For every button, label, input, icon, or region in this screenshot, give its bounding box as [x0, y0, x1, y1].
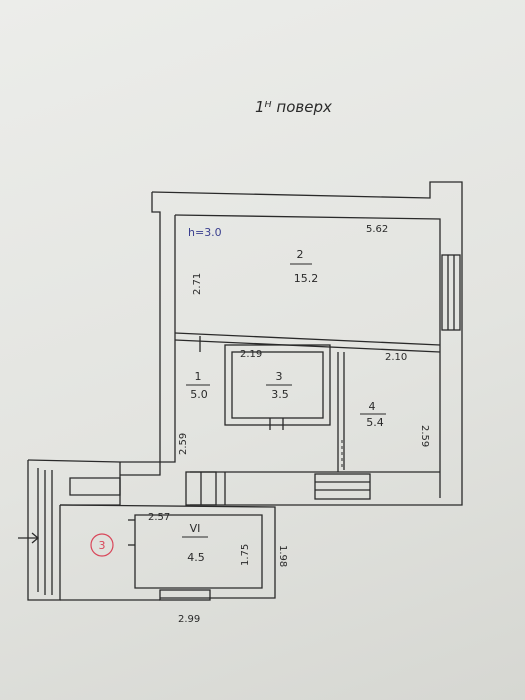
room-4-label: 4 5.4 — [360, 400, 386, 429]
room-1-label: 1 5.0 — [186, 370, 210, 401]
window-east — [441, 254, 461, 331]
marker-label: 3 — [99, 539, 106, 552]
partition-upper — [174, 332, 441, 346]
room-4-area: 5.4 — [366, 416, 384, 429]
room-4-number: 4 — [369, 400, 376, 413]
plan-walls — [18, 181, 463, 601]
room-vi-number: VI — [190, 522, 201, 535]
dim-room4-height: 2.59 — [419, 425, 430, 447]
west-inner-wall — [120, 215, 176, 463]
room-2-label: 2 15.2 — [290, 248, 318, 285]
annex-west-wall — [27, 460, 61, 601]
circled-marker: 3 — [90, 533, 114, 557]
north-east-wall — [151, 181, 463, 506]
window-south — [314, 473, 371, 500]
dim-top-width: 5.62 — [366, 224, 388, 235]
room-1-area: 5.0 — [190, 388, 208, 401]
dim-room1-height: 2.59 — [178, 433, 189, 455]
partition-lower — [174, 339, 441, 353]
dim-room2-height: 2.71 — [192, 273, 203, 295]
room-3-label: 3 3.5 — [266, 370, 292, 401]
annex-inner — [134, 514, 263, 589]
height-note: h=3.0 — [188, 226, 222, 239]
floor-title: 1ᴴ поверх — [255, 98, 332, 116]
dim-room4-width: 2.10 — [385, 352, 407, 363]
room-2-area: 15.2 — [294, 272, 319, 285]
marker-circle — [90, 533, 114, 557]
room-1-number: 1 — [195, 370, 202, 383]
annex-outer — [59, 504, 276, 599]
dim-annex-width: 2.57 — [148, 512, 170, 523]
dim-annex-outer-height: 1.98 — [277, 545, 288, 567]
annex-window — [69, 477, 121, 496]
room-vi-label: VI 4.5 — [182, 522, 208, 564]
dim-annex-bottom-width: 2.99 — [178, 614, 200, 625]
room-vi-area: 4.5 — [187, 551, 205, 564]
annex-bottom-window — [159, 589, 211, 601]
dim-annex-inner-height: 1.75 — [240, 544, 251, 566]
room-3-inner — [231, 351, 324, 419]
room-3-number: 3 — [276, 370, 283, 383]
room-2-number: 2 — [297, 248, 304, 261]
room-3-outer — [224, 344, 331, 426]
north-inner-wall — [174, 214, 441, 498]
west-wall — [120, 192, 161, 476]
room-3-area: 3.5 — [271, 388, 289, 401]
dim-room3-width: 2.19 — [240, 349, 262, 360]
